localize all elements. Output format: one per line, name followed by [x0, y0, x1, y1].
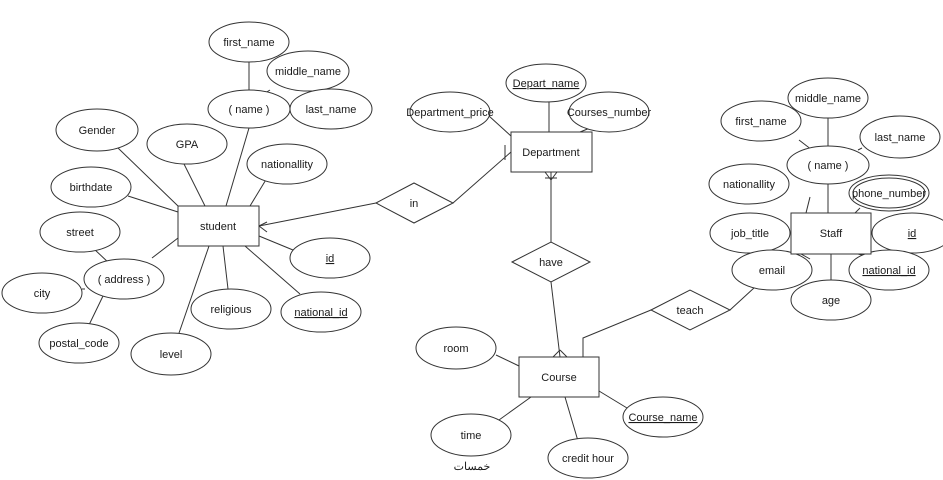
- svg-text:last_name: last_name: [306, 104, 357, 116]
- attribute-gpa: GPA: [146, 123, 228, 165]
- svg-text:student: student: [200, 221, 236, 233]
- svg-text:national_id: national_id: [294, 307, 347, 319]
- relationship-teach: teach: [649, 289, 732, 331]
- attribute-job-title: job_title: [709, 212, 791, 254]
- attribute-time: time: [430, 413, 512, 457]
- attribute-staff-id-key: id: [871, 212, 943, 254]
- attribute-religious: religious: [190, 288, 272, 330]
- svg-text:Course_name: Course_name: [628, 412, 697, 424]
- attribute-depart-name-key: Depart_name: [505, 63, 587, 103]
- svg-text:GPA: GPA: [176, 139, 199, 151]
- svg-text:time: time: [461, 430, 482, 442]
- attribute-courses-number: Courses_number: [567, 91, 652, 133]
- svg-text:Gender: Gender: [79, 125, 116, 137]
- attribute-middle-name: middle_name: [266, 50, 350, 92]
- svg-text:middle_name: middle_name: [275, 66, 341, 78]
- attribute-staff-first-name: first_name: [720, 100, 802, 142]
- svg-text:religious: religious: [211, 304, 252, 316]
- svg-text:Department: Department: [522, 147, 579, 159]
- svg-text:( name ): ( name ): [229, 104, 270, 116]
- attribute-staff-last-name: last_name: [859, 115, 941, 159]
- svg-text:in: in: [410, 198, 419, 210]
- attribute-email: email: [731, 249, 813, 291]
- svg-text:teach: teach: [677, 305, 704, 317]
- attribute-street: street: [39, 211, 121, 253]
- attribute-address-composite: ( address ): [83, 258, 165, 300]
- attribute-id-key: id: [289, 237, 371, 279]
- svg-text:room: room: [443, 343, 468, 355]
- svg-text:age: age: [822, 295, 840, 307]
- svg-text:level: level: [160, 349, 183, 361]
- svg-text:Course: Course: [541, 372, 576, 384]
- svg-text:Department_price: Department_price: [406, 107, 493, 119]
- svg-text:job_title: job_title: [730, 228, 769, 240]
- entity-student: student: [177, 205, 260, 247]
- attribute-room: room: [415, 326, 497, 370]
- svg-text:postal_code: postal_code: [49, 338, 108, 350]
- attribute-staff-name-composite: ( name ): [786, 145, 870, 185]
- svg-text:Courses_number: Courses_number: [567, 107, 652, 119]
- svg-text:( name ): ( name ): [808, 160, 849, 172]
- svg-text:Depart_name: Depart_name: [513, 78, 580, 90]
- attribute-national-id-key: national_id: [280, 291, 362, 333]
- svg-text:city: city: [34, 288, 51, 300]
- entity-course: Course: [518, 356, 600, 398]
- svg-text:email: email: [759, 265, 785, 277]
- svg-text:( address ): ( address ): [98, 274, 151, 286]
- svg-text:credit hour: credit hour: [562, 453, 614, 465]
- svg-text:id: id: [908, 228, 917, 240]
- relationship-in: in: [374, 182, 455, 224]
- attribute-city: city: [1, 272, 83, 314]
- svg-text:street: street: [66, 227, 94, 239]
- attribute-credit-hour: credit hour: [547, 437, 629, 479]
- svg-text:last_name: last_name: [875, 132, 926, 144]
- attribute-name-composite: ( name ): [207, 89, 291, 129]
- attribute-course-name-key: Course_name: [622, 396, 704, 438]
- attribute-last-name: last_name: [289, 88, 373, 130]
- attribute-staff-nationality: nationallity: [708, 163, 790, 205]
- svg-text:birthdate: birthdate: [70, 182, 113, 194]
- svg-text:nationallity: nationallity: [261, 159, 313, 171]
- attribute-nationality: nationallity: [246, 143, 328, 185]
- entity-staff: Staff: [790, 212, 872, 255]
- attribute-level: level: [130, 332, 212, 376]
- attribute-birthdate: birthdate: [50, 166, 132, 208]
- attribute-first-name: first_name: [208, 21, 290, 63]
- attribute-age: age: [790, 279, 872, 321]
- attribute-postal-code: postal_code: [38, 322, 120, 364]
- svg-text:phone_number: phone_number: [852, 188, 926, 200]
- attribute-gender: Gender: [55, 108, 139, 152]
- relationship-have: have: [510, 241, 592, 283]
- svg-text:national_id: national_id: [862, 265, 915, 277]
- svg-text:nationallity: nationallity: [723, 179, 775, 191]
- svg-text:have: have: [539, 257, 563, 269]
- svg-text:first_name: first_name: [735, 116, 786, 128]
- svg-text:id: id: [326, 253, 335, 265]
- svg-text:Staff: Staff: [820, 228, 843, 240]
- attribute-phone-number-multivalued: phone_number: [848, 174, 930, 212]
- watermark-logo: خمسات: [454, 461, 491, 473]
- attribute-staff-national-id-key: national_id: [848, 249, 930, 291]
- cardinality-marks: [258, 145, 568, 358]
- entity-department: Department: [510, 131, 593, 173]
- attribute-department-price: Department_price: [406, 91, 494, 133]
- svg-text:first_name: first_name: [223, 37, 274, 49]
- attribute-staff-middle-name: middle_name: [787, 77, 869, 119]
- svg-text:middle_name: middle_name: [795, 93, 861, 105]
